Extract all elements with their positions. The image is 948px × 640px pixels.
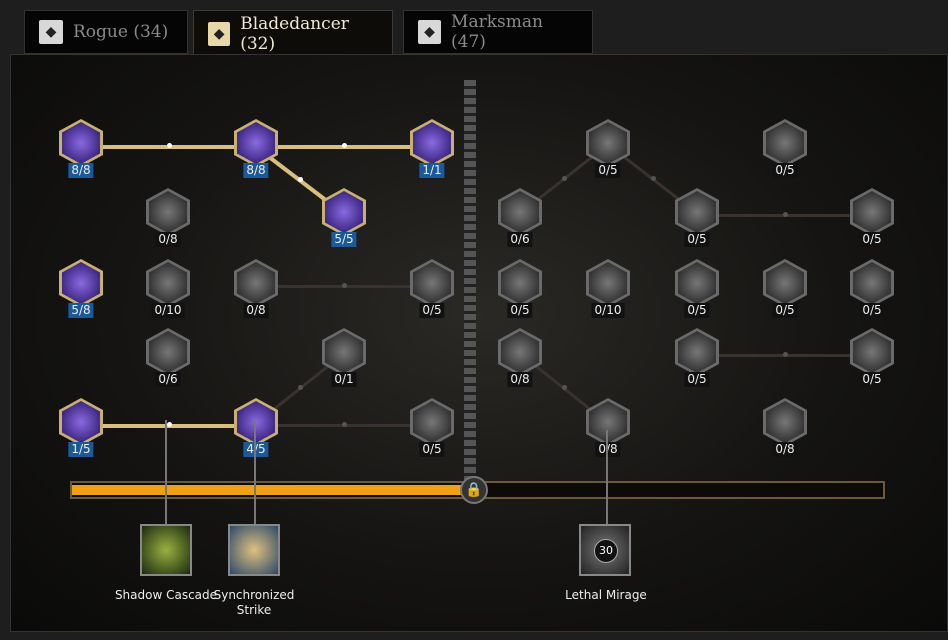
skill-rank: 0/5 (684, 232, 710, 247)
skill-rank: 0/8 (772, 442, 798, 457)
connector-dot (342, 422, 347, 427)
tab-rogue[interactable]: ◆ Rogue (34) (24, 10, 188, 54)
skill-node[interactable] (410, 119, 454, 167)
connector-dot (562, 385, 567, 390)
skill-rank: 0/10 (151, 303, 185, 318)
skill-node[interactable] (59, 398, 103, 446)
progress-fill (72, 485, 470, 495)
connector (254, 420, 256, 524)
skill-rank: 0/5 (859, 303, 885, 318)
wolf-icon: ◆ (39, 20, 63, 44)
connector-dot (298, 385, 303, 390)
skill-rank: 0/8 (595, 442, 621, 457)
skill-rank: 1/1 (419, 163, 445, 178)
target-icon: ◆ (418, 20, 442, 44)
skill-rank: 0/5 (595, 163, 621, 178)
skill-rank: 0/1 (331, 372, 357, 387)
connector-dot (342, 143, 347, 148)
level-badge: 30 (594, 539, 618, 563)
skill-rank: 4/5 (243, 442, 269, 457)
skill-node[interactable] (410, 259, 454, 307)
skill-rank: 0/5 (684, 303, 710, 318)
skill-rank: 0/6 (155, 372, 181, 387)
skill-label: Lethal Mirage (565, 588, 647, 602)
skill-node[interactable] (322, 188, 366, 236)
skill-label: Shadow Cascade (114, 588, 218, 602)
tab-label: Bladedancer (32) (240, 13, 349, 54)
skill-node[interactable] (59, 119, 103, 167)
tab-bladedancer[interactable]: ◆ Bladedancer (32) (193, 10, 393, 56)
skill-rank: 0/6 (507, 232, 533, 247)
tab-label: Marksman (47) (451, 12, 543, 52)
connector-dot (782, 352, 788, 357)
blades-icon: ◆ (208, 21, 231, 46)
connector-dot (782, 212, 788, 217)
lethal-mirage-skill[interactable]: 30 (579, 524, 631, 576)
skill-label: Synchronized Strike (213, 588, 295, 617)
skill-rank: 0/5 (772, 163, 798, 178)
skill-rank: 0/5 (859, 232, 885, 247)
skill-rank: 0/8 (243, 303, 269, 318)
skill-rank: 0/10 (591, 303, 625, 318)
skill-rank: 0/5 (419, 303, 445, 318)
connector-dot (298, 176, 303, 182)
skill-rank: 5/5 (331, 232, 357, 247)
skill-rank: 0/5 (684, 372, 710, 387)
skill-rank: 0/5 (859, 372, 885, 387)
tab-marksman[interactable]: ◆ Marksman (47) (403, 10, 593, 54)
skill-rank: 1/5 (68, 442, 94, 457)
skill-rank: 8/8 (243, 163, 269, 178)
skill-node[interactable] (59, 259, 103, 307)
connector-dot (166, 143, 172, 148)
skill-rank: 0/8 (155, 232, 181, 247)
skill-rank: 0/5 (772, 303, 798, 318)
chain-divider (464, 80, 476, 480)
connector (606, 430, 608, 524)
shadow-cascade-skill[interactable] (140, 524, 192, 576)
lock-icon: 🔒 (460, 476, 488, 504)
connector-dot (166, 422, 172, 427)
connector (165, 420, 167, 524)
skill-node[interactable] (410, 398, 454, 446)
synchronized-strike-skill[interactable] (228, 524, 280, 576)
skill-rank: 8/8 (68, 163, 94, 178)
tab-label: Rogue (34) (73, 22, 169, 42)
skill-rank: 5/8 (68, 303, 94, 318)
skill-node[interactable] (850, 259, 894, 307)
connector-dot (562, 175, 567, 181)
skill-node[interactable] (498, 188, 542, 236)
skill-node[interactable] (322, 328, 366, 376)
connector-dot (650, 175, 656, 181)
skill-node[interactable] (234, 398, 278, 446)
skill-rank: 0/5 (419, 442, 445, 457)
skill-node[interactable] (146, 328, 190, 376)
skill-rank: 0/8 (507, 372, 533, 387)
skill-rank: 0/5 (507, 303, 533, 318)
connector-dot (342, 283, 347, 288)
